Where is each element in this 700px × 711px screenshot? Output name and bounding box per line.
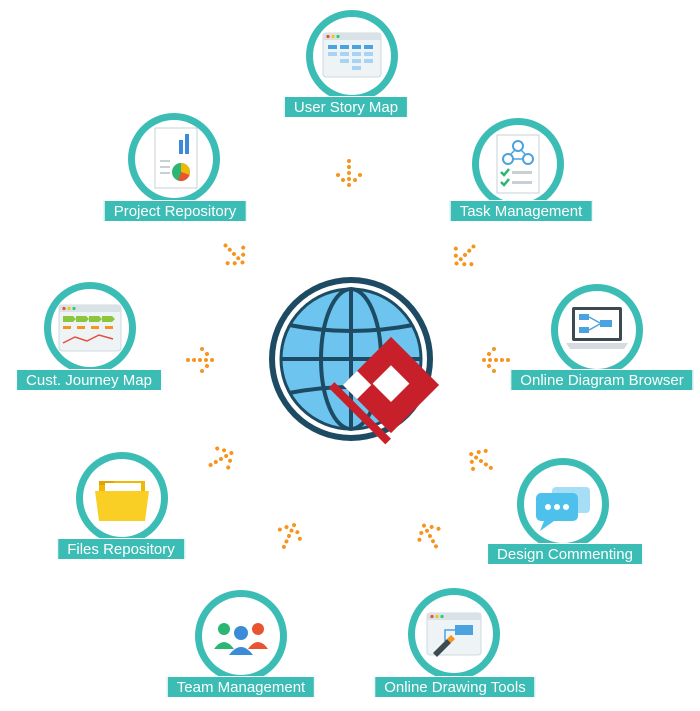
node-task-management — [472, 118, 564, 210]
report-document-icon — [135, 120, 213, 198]
label-design-commenting[interactable]: Design Commenting — [487, 543, 643, 565]
chat-bubble-icon — [524, 465, 602, 543]
label-online-diagram-browser[interactable]: Online Diagram Browser — [510, 369, 694, 391]
user-story-map-icon — [313, 17, 391, 95]
globe-logo-icon — [265, 275, 445, 455]
laptop-diagram-icon — [558, 291, 636, 369]
node-online-drawing-tools — [408, 588, 500, 680]
dotted-arrow-icon — [182, 342, 218, 378]
node-project-repository — [128, 113, 220, 205]
node-files-repository — [76, 452, 168, 544]
node-online-diagram-browser — [551, 284, 643, 376]
dotted-arrow-icon — [412, 518, 448, 554]
dotted-arrow-icon — [478, 342, 514, 378]
dotted-arrow-icon — [216, 236, 252, 272]
label-files-repository[interactable]: Files Repository — [57, 538, 185, 560]
node-team-management — [195, 590, 287, 682]
label-cust-journey-map[interactable]: Cust. Journey Map — [16, 369, 162, 391]
drawing-window-icon — [415, 595, 493, 673]
dotted-arrow-icon — [203, 441, 239, 477]
folder-icon — [83, 459, 161, 537]
dotted-arrow-icon — [447, 237, 483, 273]
label-team-management[interactable]: Team Management — [166, 676, 316, 698]
dotted-arrow-icon — [271, 518, 307, 554]
dotted-arrow-icon — [331, 155, 367, 191]
label-user-story-map[interactable]: User Story Map — [283, 96, 409, 118]
label-online-drawing-tools[interactable]: Online Drawing Tools — [374, 676, 536, 698]
node-design-commenting — [517, 458, 609, 550]
journey-map-icon — [51, 289, 129, 367]
label-project-repository[interactable]: Project Repository — [103, 200, 247, 222]
node-user-story-map — [306, 10, 398, 102]
label-task-management[interactable]: Task Management — [449, 200, 593, 222]
node-cust-journey-map — [44, 282, 136, 374]
task-management-icon — [479, 125, 557, 203]
team-people-icon — [202, 597, 280, 675]
dotted-arrow-icon — [463, 443, 499, 479]
